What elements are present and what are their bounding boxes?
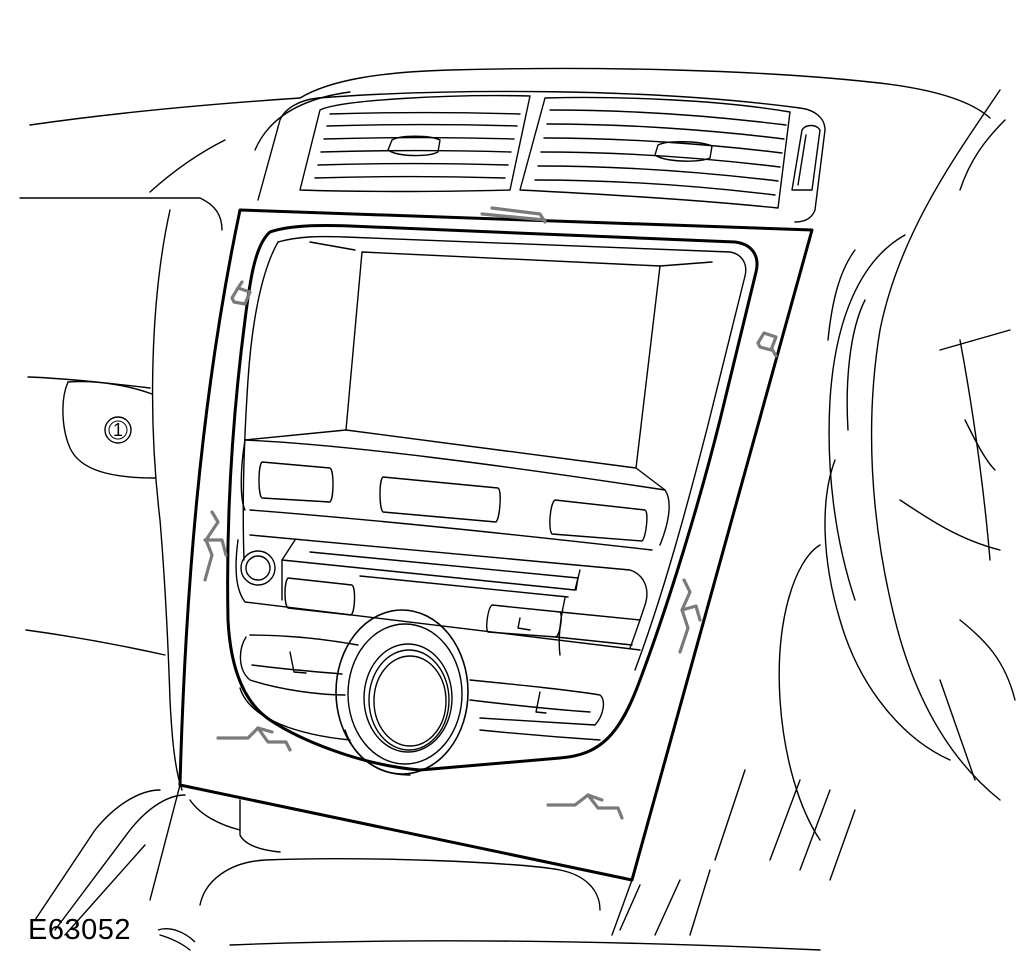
- retaining-clips: [203, 206, 778, 820]
- dashboard-lines: [19, 67, 991, 951]
- fascia-panel-outline: [178, 208, 814, 882]
- climate-panel: [239, 609, 605, 776]
- clip-upper-left: [230, 286, 252, 306]
- inner-bezel-lip: [277, 235, 747, 671]
- audio-panel: [235, 534, 648, 656]
- hazard-switch: [791, 124, 821, 191]
- clip-top: [480, 212, 547, 222]
- figure-id-label: E63052: [28, 914, 131, 946]
- button-right: [549, 499, 648, 542]
- clip-bottom-left: [216, 726, 292, 752]
- steering-wheel: [714, 89, 1016, 881]
- callout-number: 1: [113, 420, 123, 440]
- cd-function-button: [486, 604, 562, 638]
- inner-bezel-outline: [226, 224, 759, 772]
- callout-circle: [104, 416, 132, 444]
- label-leader-line: [157, 928, 196, 943]
- air-vent-housing: [257, 90, 826, 223]
- glovebox: 1: [62, 380, 156, 479]
- cd-eject-button: [284, 577, 356, 616]
- volume-knob: [240, 550, 276, 586]
- lower-console: [149, 784, 633, 936]
- top-button-row: [258, 461, 648, 542]
- clip-right: [678, 578, 692, 654]
- clip-left: [203, 510, 220, 582]
- display-screen: [240, 241, 713, 551]
- clip-bottom-right: [546, 793, 624, 820]
- button-left: [258, 461, 334, 503]
- clip-upper-right: [756, 331, 778, 352]
- button-center: [379, 476, 501, 523]
